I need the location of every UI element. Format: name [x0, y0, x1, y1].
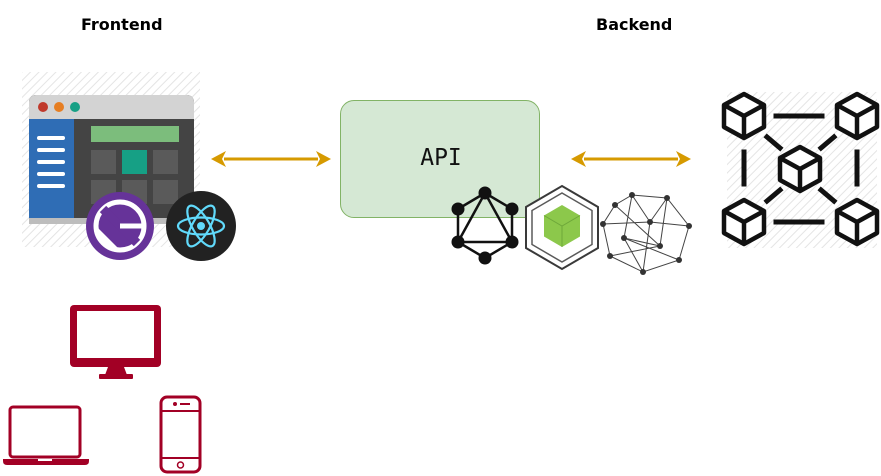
- react-logo-icon: [166, 191, 236, 261]
- backend-heading: Backend: [596, 15, 673, 34]
- frontend-api-arrow: [211, 151, 331, 167]
- graphql-logo-icon: [451, 186, 519, 265]
- smartphone-icon: [159, 395, 202, 474]
- blockchain-network-icon: [721, 91, 880, 248]
- laptop-icon: [3, 405, 89, 465]
- frontend-heading: Frontend: [81, 15, 163, 34]
- api-label: API: [420, 145, 462, 171]
- desktop-monitor-icon: [70, 305, 161, 379]
- nodejs-logo-icon: [525, 184, 599, 271]
- gatsby-logo-icon: [86, 192, 154, 260]
- api-backend-arrow: [571, 151, 691, 167]
- hyperledger-network-icon: [600, 192, 692, 275]
- api-box: API: [340, 100, 540, 218]
